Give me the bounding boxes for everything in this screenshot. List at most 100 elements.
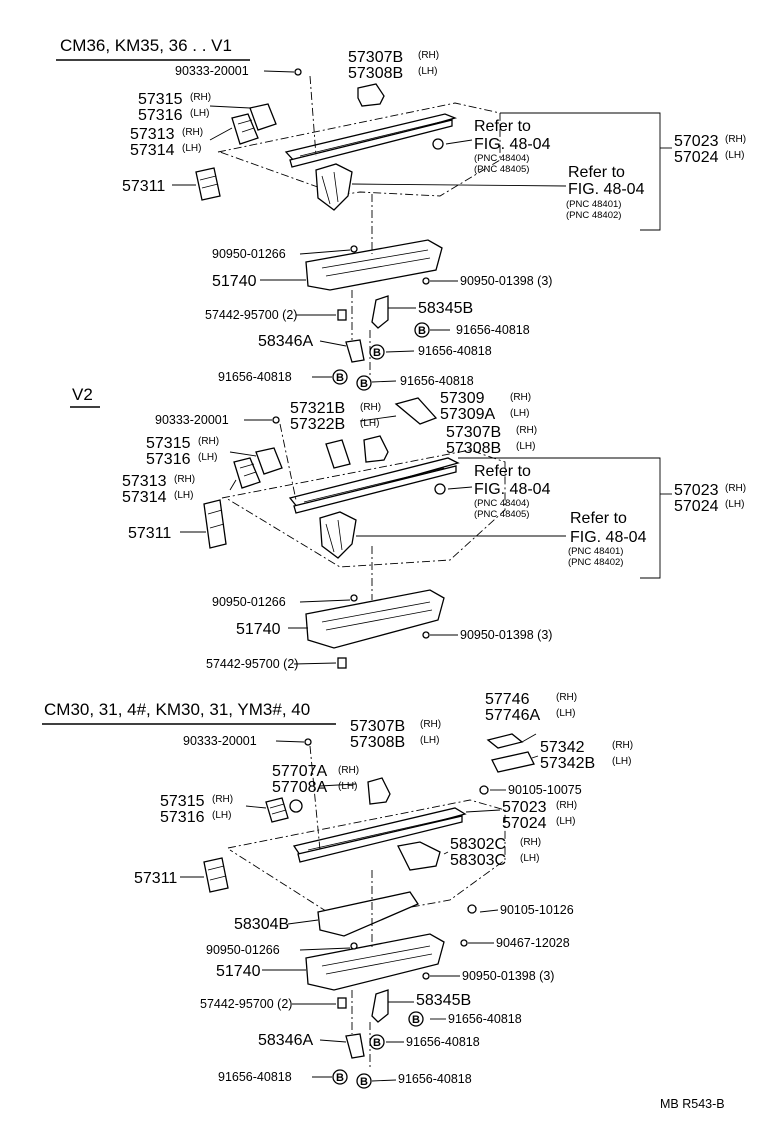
label-58346a: 58346A (258, 333, 313, 350)
section-title: CM30, 31, 4#, KM30, 31, YM3#, 40 (44, 700, 310, 719)
label-57024: 57024 (674, 498, 719, 515)
guard-57311-part (203, 857, 229, 893)
label-57322b: 57322B (290, 416, 345, 433)
svg-text:B: B (373, 347, 381, 359)
label-90333: 90333-20001 (183, 734, 257, 748)
bracket-57321-part (325, 439, 351, 469)
label-57309a: 57309A (440, 406, 495, 423)
label-90950-01266: 90950-01266 (212, 247, 286, 261)
bolt-90333-part (272, 416, 280, 424)
label-57316: 57316 (160, 809, 205, 826)
label-57316: 57316 (138, 107, 183, 124)
label-58303c: 58303C (450, 852, 506, 869)
label-90950-01398: 90950-01398 (3) (462, 969, 554, 983)
label-90467: 90467-12028 (496, 936, 570, 950)
label-57315: 57315 (138, 91, 183, 108)
bracket-57746-part (486, 733, 524, 749)
label-57307b: 57307B (348, 49, 403, 66)
svg-text:(RH): (RH) (510, 392, 531, 403)
label-57315: 57315 (160, 793, 205, 810)
svg-text:(LH): (LH) (418, 66, 437, 77)
svg-text:(LH): (LH) (190, 108, 209, 119)
floor-outline (221, 449, 506, 568)
label-57442: 57442-95700 (2) (200, 997, 292, 1011)
bracket-57307-part (363, 435, 389, 463)
bolt-90950-01266-part (350, 942, 358, 950)
label-57708a: 57708A (272, 779, 327, 796)
svg-text:(LH): (LH) (612, 756, 631, 767)
svg-text:(PNC 48402): (PNC 48402) (566, 210, 621, 221)
svg-text:(RH): (RH) (418, 50, 439, 61)
bolt-90950-01398-part (422, 631, 430, 639)
svg-text:(RH): (RH) (725, 134, 746, 145)
svg-text:B: B (336, 372, 344, 384)
label-57442: 57442-95700 (2) (205, 308, 297, 322)
svg-text:(PNC 48401): (PNC 48401) (568, 546, 623, 557)
cover-58304-part (317, 891, 419, 937)
label-57746: 57746 (485, 691, 530, 708)
label-91656-b: 91656-40818 (418, 344, 492, 358)
label-57342: 57342 (540, 739, 585, 756)
label-57307b: 57307B (446, 424, 501, 441)
svg-text:(RH): (RH) (520, 837, 541, 848)
label-57311: 57311 (134, 870, 177, 887)
sill-rail-part (288, 457, 460, 514)
section-cm30: CM30, 31, 4#, KM30, 31, YM3#, 40 (42, 691, 633, 1089)
label-91656-b: 91656-40818 (406, 1035, 480, 1049)
label-57308b: 57308B (348, 65, 403, 82)
guard-57311-part (195, 167, 221, 201)
svg-text:(RH): (RH) (182, 127, 203, 138)
label-57313: 57313 (122, 473, 167, 490)
svg-text:(RH): (RH) (516, 425, 537, 436)
section-v2: V2 (70, 385, 746, 671)
label-refer1: Refer to (474, 463, 531, 480)
label-90333: 90333-20001 (175, 64, 249, 78)
guard-57311-part (203, 499, 227, 549)
label-refer1: Refer to (474, 118, 531, 135)
label-90105-10126: 90105-10126 (500, 903, 574, 917)
clip-part (432, 138, 444, 150)
label-51740: 51740 (212, 273, 257, 290)
bolt-marker (369, 344, 385, 360)
bolt-marker (369, 1034, 385, 1050)
svg-text:(RH): (RH) (612, 740, 633, 751)
bolt-marker (332, 369, 348, 385)
svg-text:(RH): (RH) (420, 719, 441, 730)
label-57023: 57023 (674, 482, 719, 499)
svg-text:B: B (360, 378, 368, 390)
pad-57315-part (249, 103, 277, 131)
svg-text:(RH): (RH) (556, 800, 577, 811)
label-57314: 57314 (122, 489, 167, 506)
figure-code: MB R543-B (660, 1097, 725, 1111)
bolt-marker (356, 1073, 372, 1089)
svg-text:(PNC 48404): (PNC 48404) (474, 498, 529, 509)
label-57308b: 57308B (350, 734, 405, 751)
pad-57313-part (233, 457, 261, 489)
bolt-90333-part (294, 68, 302, 76)
bracket-57707-part (289, 799, 303, 813)
svg-text:B: B (336, 1072, 344, 1084)
section-title: V2 (72, 385, 93, 404)
label-57442: 57442-95700 (2) (206, 657, 298, 671)
bracket-57307-part (357, 83, 385, 107)
bolt-90950-01398-part (422, 277, 430, 285)
label-57308b: 57308B (446, 440, 501, 457)
svg-text:B: B (373, 1037, 381, 1049)
label-57023: 57023 (674, 133, 719, 150)
pad-57313-part (231, 113, 259, 145)
bolt-90105-10075-part (479, 785, 489, 795)
bolt-marker (408, 1011, 424, 1027)
svg-text:B: B (418, 325, 426, 337)
label-refer2: Refer to (570, 510, 627, 527)
bracket-57307-part (367, 777, 391, 805)
svg-text:(PNC 48401): (PNC 48401) (566, 199, 621, 210)
bolt-90467-part (460, 939, 468, 947)
svg-text:(RH): (RH) (198, 436, 219, 447)
label-57316: 57316 (146, 451, 191, 468)
svg-text:(LH): (LH) (725, 150, 744, 161)
svg-text:B: B (412, 1014, 420, 1026)
label-91656-d: 91656-40818 (398, 1072, 472, 1086)
label-57024: 57024 (674, 149, 719, 166)
clip-part (434, 483, 446, 495)
